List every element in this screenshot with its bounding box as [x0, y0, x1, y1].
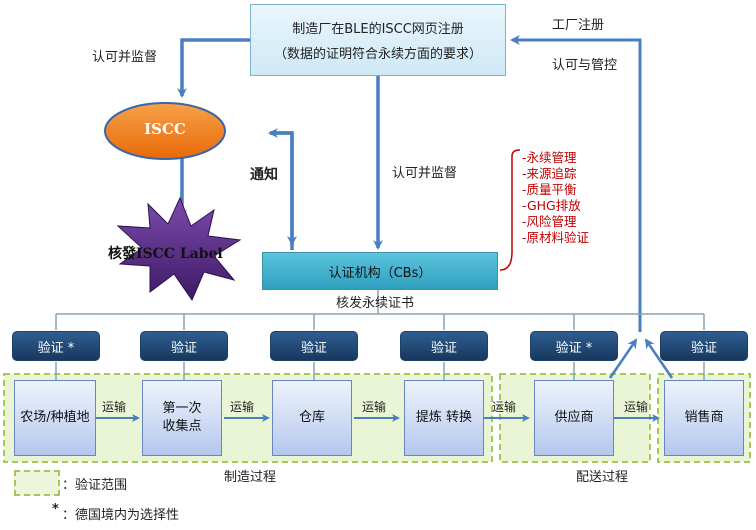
verify-box-refining: 验证 [400, 331, 488, 361]
label-issue-certificate: 核发永续证书 [336, 296, 415, 311]
verify-box-retailer: 验证 [660, 331, 748, 361]
registration-line2: （数据的证明符合永续方面的要求） [273, 47, 482, 62]
label-recognize-supervise-mid: 认可并监督 [392, 166, 458, 181]
verify-box-collection: 验证 [140, 331, 228, 361]
process-retailer: 销售商 [664, 380, 744, 456]
verify-box-farm: 验证 * [12, 331, 100, 361]
legend-note-marker: * [52, 502, 59, 517]
transport-label: 运输 [102, 400, 127, 414]
transport-label: 运输 [624, 400, 649, 414]
requirement-item: -风险管理 [522, 214, 577, 229]
process-first-collection: 第一次 收集点 [142, 380, 222, 456]
process-warehouse: 仓库 [272, 380, 352, 456]
label-recognize-control: 认可与管控 [552, 58, 618, 73]
arrow-retailer-up [644, 338, 674, 379]
label-notify: 通知 [250, 167, 278, 183]
verify-box-warehouse: 验证 [270, 331, 358, 361]
requirement-item: -永续管理 [522, 150, 577, 165]
legend-scope-text: ：验证范围 [62, 478, 128, 493]
requirements-list: -永续管理 -来源追踪 -质量平衡 -GHG排放 -风险管理 -原材料验证 [522, 150, 589, 246]
transport-label: 运输 [230, 400, 255, 414]
requirements-bracket [499, 149, 521, 271]
verify-connectors [55, 362, 705, 380]
iscc-issue-label: 核發ISCC Label [108, 246, 223, 262]
requirement-item: -GHG排放 [522, 198, 581, 213]
arrow-iscc-to-cbs [270, 131, 297, 246]
transport-label: 运输 [362, 400, 387, 414]
label-distribution-process: 配送过程 [576, 470, 629, 485]
arrow-factory-register [510, 35, 642, 332]
tree-drops [55, 314, 705, 330]
process-farm: 农场/种植地 [14, 380, 96, 456]
arrow-supplier-up [608, 338, 638, 379]
iscc-label-starburst [116, 196, 242, 302]
verify-box-supplier: 验证 * [530, 331, 618, 361]
certification-body-box: 认证机构（CBs） [262, 252, 498, 290]
requirement-item: -来源追踪 [522, 166, 577, 181]
legend-scope-swatch [14, 470, 60, 496]
label-manufacturing-process: 制造过程 [224, 470, 277, 485]
label-recognize-supervise-left: 认可并监督 [92, 50, 158, 65]
arrow-register-to-iscc [177, 38, 250, 98]
legend-note-text: ：德国境内为选择性 [62, 508, 180, 523]
registration-box: 制造厂在BLE的ISCC网页注册 （数据的证明符合永续方面的要求） [250, 4, 506, 76]
registration-line1: 制造厂在BLE的ISCC网页注册 [292, 22, 464, 37]
iscc-label: ISCC [144, 120, 186, 138]
label-factory-register: 工厂注册 [552, 18, 605, 33]
iscc-ellipse [104, 102, 226, 160]
certification-body-label: 认证机构（CBs） [328, 265, 432, 281]
requirement-item: -质量平衡 [522, 182, 577, 197]
arrow-cbs-to-iscc [268, 128, 294, 250]
process-supplier: 供应商 [534, 380, 614, 456]
requirement-item: -原材料验证 [522, 230, 590, 245]
process-refining: 提炼 转换 [404, 380, 484, 456]
transport-label: 运输 [492, 400, 517, 414]
